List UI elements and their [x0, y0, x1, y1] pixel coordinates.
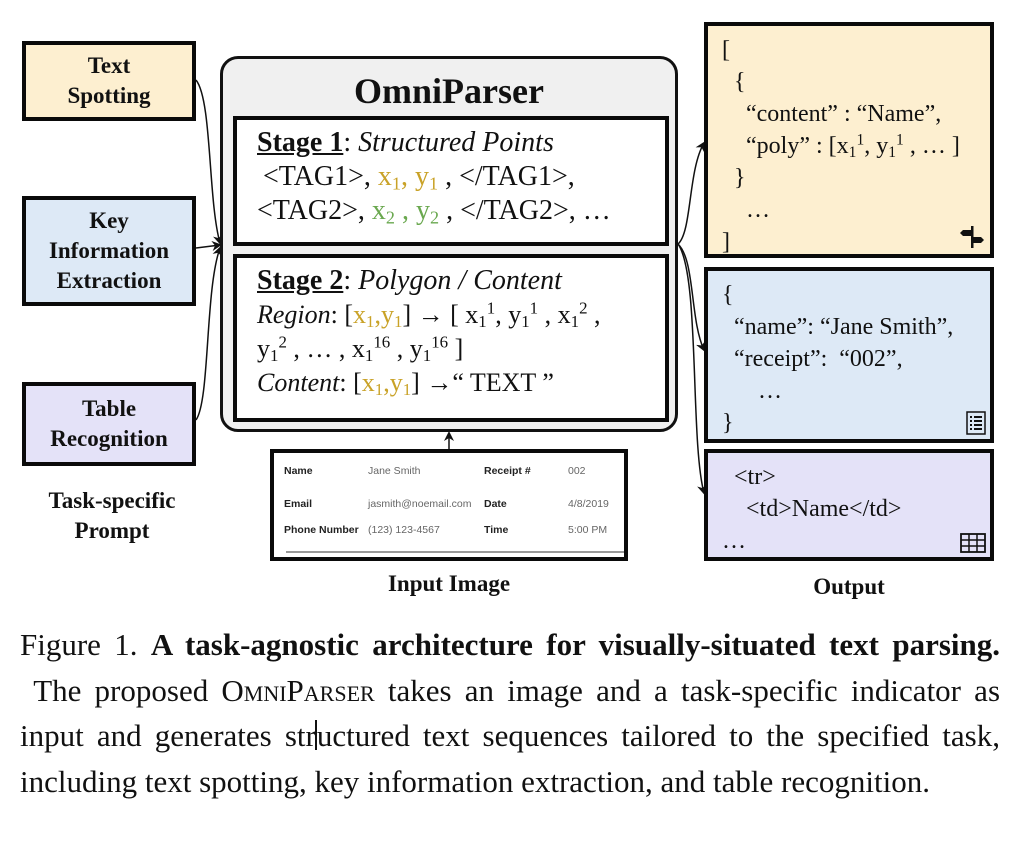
input-image: Name Jane Smith Receipt # 002 Email jasm…: [270, 449, 628, 561]
stage-2-title: Stage 2: Polygon / Content: [257, 265, 562, 296]
prompt-text-spotting: Text Spotting: [22, 41, 196, 121]
stage-1-line-1: <TAG1>, x1, y1 , </TAG1>,: [263, 161, 575, 194]
stage-1-title: Stage 1: Structured Points: [257, 127, 554, 158]
arrow-to-output-kie: [677, 243, 706, 352]
omniparser-name: OmniParser: [221, 672, 375, 708]
omniparser-title: OmniParser: [354, 71, 544, 111]
input-divider: [286, 551, 624, 553]
text-cursor: [314, 720, 317, 750]
poly-line: “poly” : [x11, y11 , … ]: [722, 131, 960, 161]
output-table: <tr> <td>Name</td> …: [704, 449, 994, 561]
arrow-to-output-table: [677, 243, 707, 495]
stage-2-region-line-2: y12 , … , x116 , y116 ]: [257, 332, 464, 366]
stage-2-box: Stage 2: Polygon / Content Region: [x1,y…: [233, 254, 669, 422]
stage-2-region-line: Region: [x1,y1] → [ x11, y11 , x12 ,: [257, 298, 601, 332]
output-caption: Output: [813, 574, 885, 599]
output-text-spotting: [ { “content” : “Name”, “poly” : [x11, y…: [704, 22, 994, 258]
prompt-table-recognition: Table Recognition: [22, 382, 196, 466]
prompt-caption: Task-specific Prompt: [48, 488, 176, 543]
signpost-icon: [960, 226, 984, 248]
connector-arrows: [195, 79, 707, 495]
arrow-to-output-text: [677, 141, 706, 245]
arrow-kie: [195, 241, 222, 251]
arrow-text-spotting: [195, 79, 223, 245]
figure-caption: Figure 1. A task-agnostic architecture f…: [20, 627, 1001, 799]
figure-label: Figure 1.: [20, 627, 138, 662]
omniparser-block: OmniParser Stage 1: Structured Points <T…: [220, 56, 678, 432]
input-image-caption: Input Image: [387, 571, 511, 596]
output-key-information: { “name”: “Jane Smith”, “receipt”: “002”…: [704, 267, 994, 443]
arrow-table: [195, 246, 223, 421]
prompt-key-information-extraction: Key Information Extraction: [22, 196, 196, 306]
stage-1-line-2: <TAG2>, x2 , y2 , </TAG2>, …: [257, 195, 611, 228]
stage-1-box: Stage 1: Structured Points <TAG1>, x1, y…: [233, 116, 669, 246]
list-icon: [966, 411, 986, 435]
figure-title: A task-agnostic architecture for visuall…: [150, 627, 1000, 662]
stage-2-content-line: Content: [x1,y1] →“ TEXT ”: [257, 368, 554, 400]
table-icon: [960, 533, 986, 553]
